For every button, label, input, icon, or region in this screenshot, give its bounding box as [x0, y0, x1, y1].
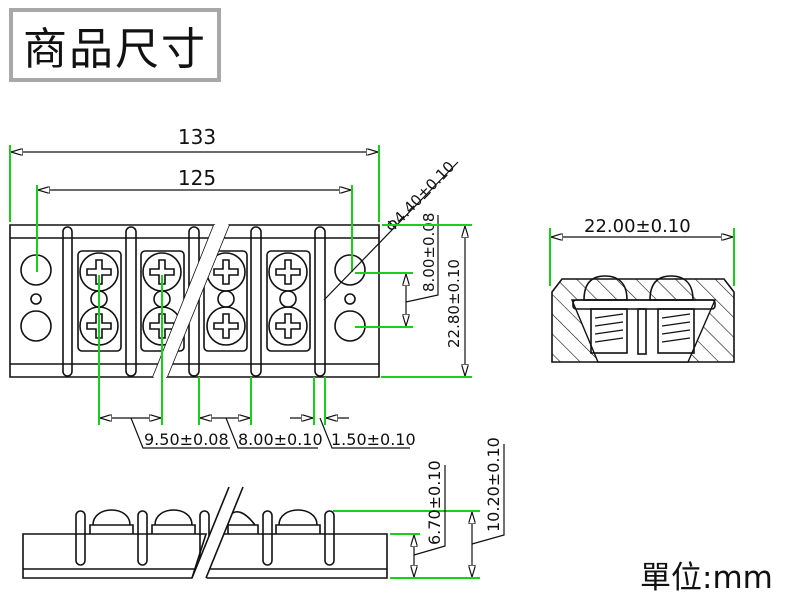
dim-hole-spacing: 8.00±0.08	[420, 213, 438, 292]
title-box: 商品尺寸	[9, 8, 221, 82]
screw-heads	[89, 509, 321, 534]
unit-label: 單位:mm	[640, 560, 773, 596]
dim-barrier-thickness: 1.50±0.10	[331, 430, 416, 449]
dim-base-height: 6.70±0.10	[425, 460, 444, 545]
barriers	[62, 226, 326, 377]
bottom-dimension-lines	[98, 275, 410, 449]
top-view: 133 125 Φ4.40±0.10 8.00±0.08 22.80±0.10 …	[9, 125, 472, 449]
dim-total-height: 10.20±0.10	[484, 437, 503, 532]
dim-barrier-gap: 8.00±0.10	[238, 430, 323, 449]
side-view: 6.70±0.10 10.20±0.10	[22, 437, 505, 580]
end-view: 22.00±0.10	[549, 216, 735, 363]
page-title: 商品尺寸	[23, 24, 207, 75]
dim-hole-pitch: 125	[178, 166, 216, 190]
dim-width: 22.80±0.10	[445, 259, 463, 348]
dim-end-width: 22.00±0.10	[584, 216, 691, 237]
dim-overall-length: 133	[178, 125, 216, 149]
terminal-4	[266, 250, 311, 352]
dim-terminal-pitch: 9.50±0.08	[144, 430, 229, 449]
terminal-3	[203, 250, 248, 352]
